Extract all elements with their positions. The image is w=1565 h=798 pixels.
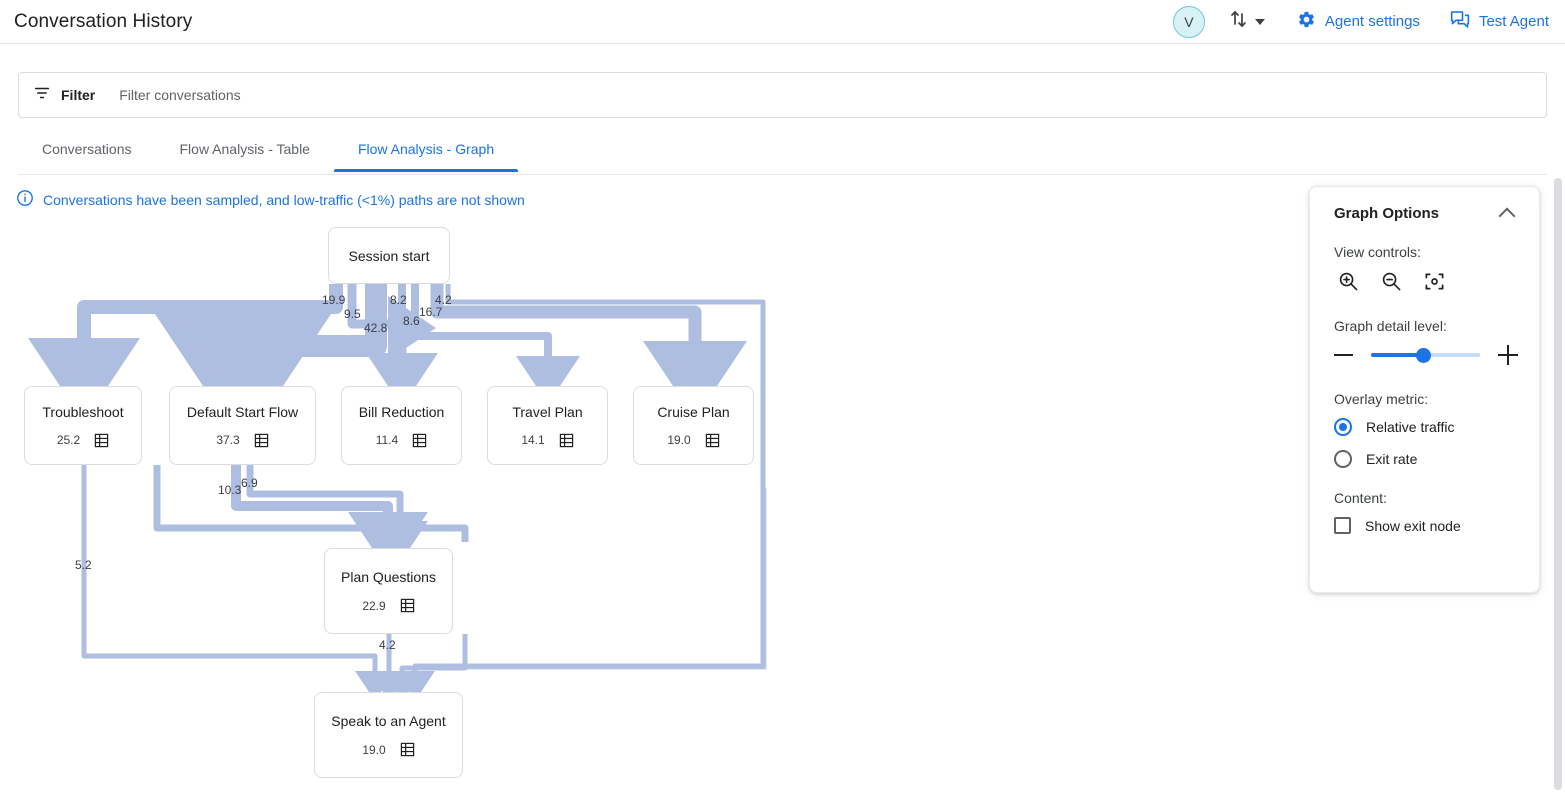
table-rows-icon[interactable]: [400, 598, 415, 613]
graph-node-bill-reduction[interactable]: Bill Reduction 11.4: [341, 386, 462, 465]
checkbox-show-exit-node[interactable]: Show exit node: [1334, 517, 1517, 534]
node-label: Plan Questions: [341, 569, 436, 585]
radio-relative-traffic[interactable]: Relative traffic: [1334, 418, 1517, 436]
radio-label: Exit rate: [1366, 451, 1418, 467]
checkbox-indicator: [1334, 517, 1351, 534]
flow-graph-edges: [28, 284, 767, 701]
graph-options-title: Graph Options: [1334, 205, 1439, 222]
node-metrics: 37.3: [216, 433, 268, 448]
node-label: Default Start Flow: [186, 403, 299, 420]
node-metrics: 19.0: [667, 433, 719, 448]
gear-icon: [1297, 10, 1316, 33]
table-rows-icon[interactable]: [400, 742, 415, 757]
zoom-in-icon[interactable]: [1338, 271, 1359, 292]
graph-options-header[interactable]: Graph Options: [1334, 205, 1517, 224]
avatar[interactable]: V: [1172, 5, 1205, 38]
node-label: Travel Plan: [512, 403, 583, 420]
node-metrics: 25.2: [57, 433, 109, 448]
detail-level-label: Graph detail level:: [1334, 318, 1447, 334]
recenter-icon[interactable]: [1424, 271, 1445, 292]
node-metrics: 14.1: [521, 433, 573, 448]
node-label: Troubleshoot: [42, 403, 124, 420]
node-value: 25.2: [56, 433, 81, 447]
filter-label: Filter: [61, 87, 96, 103]
tab-conversations[interactable]: Conversations: [42, 141, 132, 157]
zoom-out-icon[interactable]: [1381, 271, 1402, 292]
decrease-detail-button[interactable]: [1334, 354, 1354, 356]
vertical-scrollbar-thumb[interactable]: [1554, 178, 1562, 790]
radio-indicator: [1334, 418, 1352, 436]
info-icon: [16, 189, 34, 210]
chevron-down-icon: [1254, 18, 1265, 25]
graph-node-travel-plan[interactable]: Travel Plan 14.1: [487, 386, 608, 465]
node-metrics: 22.9: [362, 598, 414, 613]
node-value: 14.1: [521, 433, 545, 447]
filter-icon: [33, 84, 51, 107]
info-banner-text: Conversations have been sampled, and low…: [43, 191, 525, 208]
sort-control[interactable]: [1229, 8, 1265, 35]
node-value: 11.4: [375, 433, 399, 447]
node-value: 22.9: [362, 598, 386, 613]
graph-node-troubleshoot[interactable]: Troubleshoot 25.2: [24, 386, 142, 465]
radio-indicator: [1334, 450, 1352, 468]
agent-settings-label: Agent settings: [1324, 13, 1420, 30]
radio-exit-rate[interactable]: Exit rate: [1334, 450, 1517, 468]
chat-bubble-icon: [1450, 10, 1470, 33]
node-label: Bill Reduction: [358, 403, 445, 420]
node-label: Session start: [348, 247, 430, 264]
increase-detail-button[interactable]: [1497, 345, 1519, 365]
sort-updown-icon: [1229, 8, 1249, 35]
node-value: 37.3: [216, 433, 240, 447]
node-metrics: 11.4: [376, 433, 427, 448]
filter-bar[interactable]: Filter: [18, 72, 1547, 118]
detail-level-slider-row: [1334, 345, 1519, 365]
view-controls: [1338, 271, 1517, 292]
graph-options-panel: Graph Options View controls: Graph detai…: [1309, 186, 1540, 593]
content-label: Content:: [1334, 490, 1387, 506]
node-label: Cruise Plan: [657, 403, 730, 420]
header-actions: V Agent settings: [1172, 5, 1565, 38]
graph-node-default-start-flow[interactable]: Default Start Flow 37.3: [169, 386, 316, 465]
node-value: 19.0: [362, 742, 386, 757]
radio-label: Relative traffic: [1366, 419, 1455, 435]
overlay-metric-label: Overlay metric:: [1334, 391, 1429, 407]
slider-fill: [1371, 353, 1424, 357]
table-rows-icon[interactable]: [705, 433, 720, 448]
info-banner: Conversations have been sampled, and low…: [16, 189, 525, 210]
table-rows-icon[interactable]: [254, 433, 269, 448]
table-rows-icon[interactable]: [559, 433, 574, 448]
chevron-up-icon[interactable]: [1498, 207, 1516, 224]
table-rows-icon[interactable]: [94, 433, 109, 448]
checkbox-label: Show exit node: [1365, 517, 1461, 534]
node-value: 19.0: [667, 433, 691, 447]
graph-node-plan-questions[interactable]: Plan Questions 22.9: [324, 548, 453, 634]
graph-node-cruise-plan[interactable]: Cruise Plan 19.0: [633, 386, 754, 465]
page-title: Conversation History: [14, 10, 193, 32]
tab-flow-analysis-graph[interactable]: Flow Analysis - Graph: [333, 132, 519, 172]
slider-thumb[interactable]: [1415, 347, 1431, 363]
table-rows-icon[interactable]: [412, 433, 427, 448]
detail-level-slider[interactable]: [1371, 347, 1480, 363]
app-header: Conversation History V Agent settings: [0, 0, 1565, 44]
test-agent-button[interactable]: Test Agent: [1450, 10, 1549, 33]
agent-settings-button[interactable]: Agent settings: [1297, 10, 1420, 33]
search-input[interactable]: [119, 87, 1020, 103]
node-metrics: 19.0: [362, 742, 414, 757]
view-controls-label: View controls:: [1334, 244, 1421, 260]
tab-bar: Conversations Flow Analysis - Table Flow…: [18, 132, 1547, 175]
tab-flow-analysis-table[interactable]: Flow Analysis - Table: [179, 141, 310, 157]
graph-node-session-start[interactable]: Session start: [328, 227, 450, 284]
graph-node-speak-to-an-agent[interactable]: Speak to an Agent 19.0: [314, 692, 463, 778]
node-label: Speak to an Agent: [331, 713, 446, 729]
test-agent-label: Test Agent: [1478, 13, 1549, 30]
